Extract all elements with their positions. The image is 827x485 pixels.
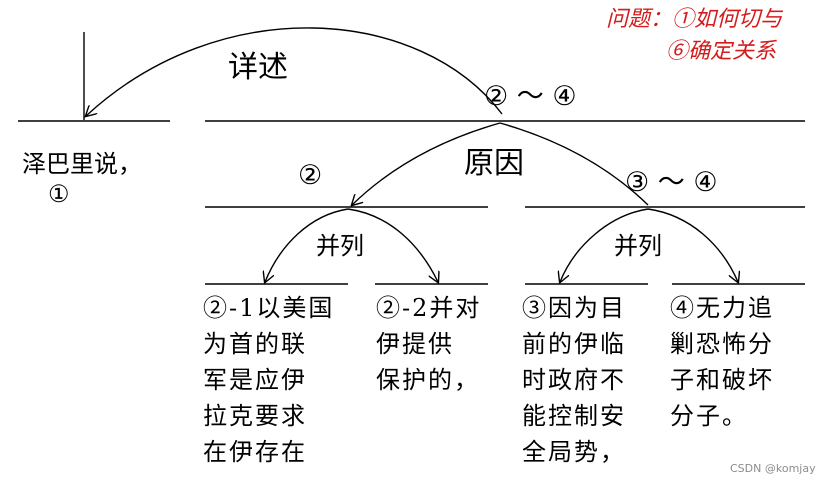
leaf-b21-line: ②-1以美国 [203,294,335,322]
parallel-right-label: 并列 [614,232,662,260]
leaf-b3-line: 全局势， [522,438,626,466]
leaf-block-b21: ②-1以美国 为首的联 军是应伊 拉克要求 在伊存在 [203,290,334,470]
reason-label: 原因 [464,146,524,181]
leaf-b21-line: 在伊存在 [203,438,307,466]
parallel-right-arc-b [647,208,738,282]
leaf-b4-line: ④无力追 [670,294,774,322]
leaf-block-b3: ③因为目 前的伊临 时政府不 能控制安 全局势， [522,290,626,470]
leaf-b3-line: 前的伊临 [522,330,626,358]
leaf-b22-line: ②-2并对 [376,294,482,322]
leaf-b3-line: 能控制安 [522,402,626,430]
detail-label: 详述 [228,50,288,85]
reason-arc-right [499,122,649,206]
leaf-b21-line: 拉克要求 [203,402,307,430]
statement-line1: 泽巴里说， [22,150,142,178]
left-num-label: ② [298,160,323,191]
detail-arc [86,27,503,116]
parallel-right-arc-a [560,208,649,282]
watermark: CSDN @komjay [730,462,816,475]
leaf-b4-line: 子和破坏 [670,366,774,394]
leaf-b4-line: 分子。 [670,402,748,430]
leaf-b21-line: 军是应伊 [203,366,307,394]
leaf-b3-line: ③因为目 [522,294,626,322]
question-note-line1: 问题：①如何切与 [606,7,783,32]
reason-arc-left [352,122,501,205]
parallel-left-arc-b [347,208,438,282]
right-range-label: ③ ～ ④ [625,167,718,198]
leaf-b21-line: 为首的联 [203,330,307,358]
question-note: 问题：①如何切与 ⑥确定关系 [606,4,782,68]
leaf-b22-line: 保护的， [376,366,480,394]
statement-line2: ① [48,180,70,208]
leaf-b22-line: 伊提供 [376,330,454,358]
leaf-b3-line: 时政府不 [522,366,626,394]
leaf-block-b22: ②-2并对 伊提供 保护的， [376,290,481,398]
parallel-left-label: 并列 [316,232,364,260]
leaf-b4-line: 剿恐怖分 [670,330,774,358]
question-note-line2: ⑥确定关系 [666,39,777,64]
leaf-block-b4: ④无力追 剿恐怖分 子和破坏 分子。 [670,290,774,434]
parallel-left-arc-a [265,208,349,282]
range-top-label: ② ～ ④ [484,81,577,112]
